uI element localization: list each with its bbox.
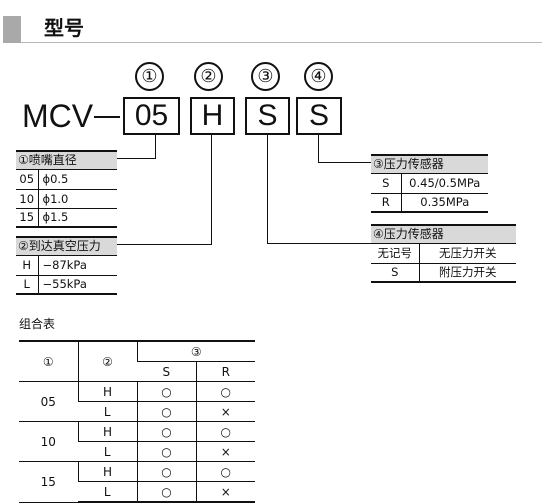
- table-title: ④压力传感器: [371, 224, 516, 244]
- row-value: ϕ0.5: [38, 170, 117, 190]
- vacuum-cell: H: [77, 461, 137, 482]
- code-box-sensor: S: [245, 97, 290, 135]
- row-value: 0.35MPa: [401, 193, 488, 213]
- code-box-nozzle: 05: [123, 97, 180, 135]
- group-size: 10: [19, 421, 78, 462]
- vacuum-cell: H: [77, 381, 137, 402]
- table-row: L ○ ×: [19, 481, 256, 503]
- code-box-vacuum: H: [190, 97, 235, 135]
- vacuum-cell: H: [77, 421, 137, 442]
- sensor-r-cell: ×: [195, 441, 256, 462]
- model-prefix: MCV: [22, 98, 94, 134]
- table-row: H−87kPa: [16, 256, 117, 276]
- sensor-s-cell: ○: [136, 421, 196, 442]
- model-dash: [94, 116, 120, 118]
- row-value: 附压力开关: [419, 263, 516, 283]
- row-key: 无记号: [371, 244, 420, 264]
- sensor-r-cell: ○: [195, 381, 256, 402]
- row-value: ϕ1.0: [38, 189, 117, 209]
- connector-2-vertical: [211, 135, 212, 245]
- combination-table-title: 组合表: [19, 317, 56, 331]
- row-value: −87kPa: [38, 256, 117, 276]
- row-key: S: [371, 174, 402, 194]
- vacuum-cell: L: [78, 481, 137, 503]
- row-key: L: [16, 275, 39, 295]
- connector-3-vertical: [267, 135, 268, 244]
- sensor-s-cell: ○: [136, 441, 196, 462]
- table-row: L−55kPa: [16, 275, 117, 295]
- table-title: ②到达真空压力: [16, 236, 117, 256]
- connector-1-horizontal: [117, 158, 156, 159]
- vacuum-cell: L: [78, 401, 137, 422]
- row-value: 无压力开关: [419, 244, 516, 264]
- page-title: 型号: [44, 16, 84, 40]
- table-title: ③压力传感器: [371, 154, 488, 174]
- table-row: 15 H ○ ○: [19, 461, 256, 503]
- header-col-1: ①: [19, 340, 78, 382]
- table-row: 05 H ○ ○: [19, 381, 256, 422]
- group-size: 05: [19, 381, 78, 422]
- sensor-s-cell: ○: [136, 381, 196, 402]
- header-col-3: ③: [136, 340, 256, 362]
- table-row: L ○ ×: [19, 401, 256, 422]
- row-key: 10: [16, 189, 39, 209]
- header-divider: [21, 42, 542, 43]
- group-size: 15: [19, 461, 78, 503]
- position-marker-3: ③: [251, 62, 280, 91]
- row-key: R: [371, 193, 402, 213]
- table-row: L ○ ×: [19, 441, 256, 462]
- table-title: ①喷嘴直径: [16, 150, 117, 170]
- sensor-r-cell: ×: [195, 401, 256, 422]
- connector-4-vertical: [318, 135, 319, 163]
- position-marker-4: ④: [304, 62, 333, 91]
- connector-4-horizontal: [318, 162, 371, 163]
- connector-2-horizontal: [117, 244, 212, 245]
- table-row: 无记号无压力开关: [371, 244, 516, 264]
- row-value: ϕ1.5: [38, 208, 117, 228]
- row-key: 05: [16, 170, 39, 190]
- position-marker-1: ①: [135, 62, 164, 91]
- section-marker: [3, 16, 21, 43]
- combination-table: ① ② ③ S R 05 H ○ ○ L ○ × 10 H ○ ○ L ○ × …: [19, 340, 256, 503]
- position-marker-2: ②: [194, 62, 223, 91]
- header-col-2: ②: [77, 340, 137, 382]
- sensor-r-cell: ○: [195, 461, 256, 482]
- sensor-s-cell: ○: [136, 461, 196, 482]
- header-sub-s: S: [137, 361, 196, 382]
- sensor-s-cell: ○: [136, 481, 196, 503]
- connector-1-vertical: [155, 135, 156, 159]
- row-key: S: [371, 263, 420, 283]
- table-body: H−87kPa L−55kPa: [16, 256, 117, 295]
- connector-3-horizontal: [267, 243, 371, 244]
- sensor-r-cell: ○: [195, 421, 256, 442]
- row-key: H: [16, 256, 39, 276]
- row-value: 0.45/0.5MPa: [401, 174, 488, 194]
- vacuum-cell: L: [78, 441, 137, 462]
- sensor-s-cell: ○: [136, 401, 196, 422]
- table-header-row: ① ② ③: [19, 340, 256, 382]
- code-box-switch: S: [296, 97, 342, 135]
- table-header-row: S R: [19, 361, 256, 382]
- row-value: −55kPa: [38, 275, 117, 295]
- header-sub-r: R: [195, 361, 256, 382]
- sensor-r-cell: ×: [195, 481, 256, 503]
- row-key: 15: [16, 208, 39, 228]
- table-row: 10 H ○ ○: [19, 421, 256, 462]
- vacuum-pressure-table: ②到达真空压力 H−87kPa L−55kPa: [16, 236, 117, 295]
